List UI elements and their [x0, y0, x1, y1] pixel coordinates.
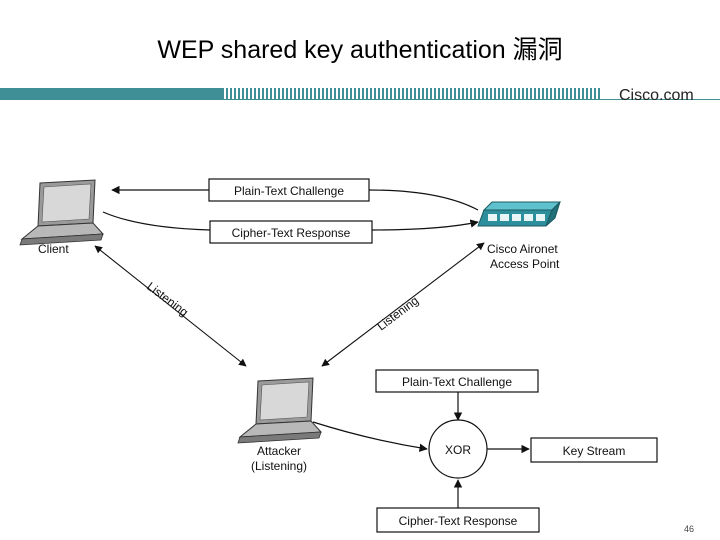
response-box: Cipher-Text Response — [209, 220, 373, 244]
xor-node: XOR — [428, 419, 488, 479]
listening-arrow-right — [321, 242, 485, 367]
client-laptop-icon — [19, 179, 105, 246]
challenge-line-from-ap — [368, 189, 479, 211]
band-striped-bar — [222, 88, 600, 100]
access-point-icon — [477, 201, 562, 227]
attacker-to-xor-arrow — [312, 421, 428, 452]
access-point-label-line2: Access Point — [490, 257, 560, 271]
access-point-label-line1: Cisco Aironet — [487, 242, 558, 256]
page-number: 46 — [684, 524, 695, 534]
attacker-label-line2: (Listening) — [251, 459, 307, 473]
challenge-box-label: Plain-Text Challenge — [234, 184, 344, 198]
listening-arrow-left — [94, 245, 247, 367]
attack-challenge-box: Plain-Text Challenge — [375, 369, 539, 393]
response-arrow-to-ap — [371, 219, 479, 231]
attack-response-box: Cipher-Text Response — [376, 507, 540, 533]
attacker-label-line1: Attacker — [257, 444, 301, 458]
band-underline — [0, 99, 720, 100]
key-stream-label: Key Stream — [563, 444, 626, 458]
key-stream-box: Key Stream — [530, 437, 658, 463]
band-solid-bar — [0, 88, 222, 100]
response-line-from-client — [102, 211, 211, 231]
client-label: Client — [38, 242, 69, 256]
brand-logo-text: Cisco.com — [619, 87, 694, 104]
listening-label-right: Listening — [374, 293, 421, 333]
attack-challenge-label: Plain-Text Challenge — [402, 375, 512, 389]
response-box-label: Cipher-Text Response — [232, 226, 351, 240]
attack-response-label: Cipher-Text Response — [399, 514, 518, 528]
challenge-box: Plain-Text Challenge — [208, 178, 370, 202]
xor-label: XOR — [445, 443, 471, 457]
slide-title: WEP shared key authentication 漏洞 — [157, 36, 563, 64]
attacker-laptop-icon — [237, 377, 323, 444]
listening-label-left: Listening — [144, 279, 191, 319]
